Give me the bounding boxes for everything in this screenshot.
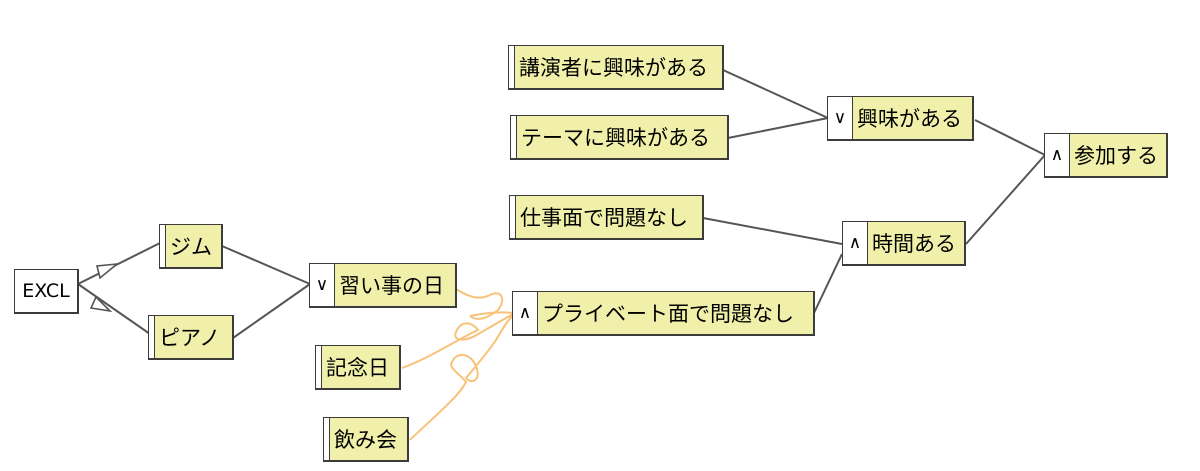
work-ok-node-bar: [510, 196, 516, 238]
or-operator: ∨: [828, 97, 853, 139]
speaker-interest-node[interactable]: 講演者に興味がある: [508, 45, 724, 90]
and-operator: ∧: [1045, 134, 1070, 176]
lesson-to-private-link: [455, 288, 504, 320]
time-to-attend-link: [965, 154, 1046, 245]
piano-to-lesson-link: [232, 283, 311, 339]
gym-node[interactable]: ジム: [159, 224, 223, 269]
attend-label: 参加する: [1074, 144, 1158, 168]
private-ok-node[interactable]: ∧ プライベート面で問題なし: [512, 291, 815, 336]
excl-label: EXCL: [22, 280, 70, 302]
drinking-party-node-bar: [324, 418, 330, 460]
lesson-day-label: 習い事の日: [339, 274, 444, 298]
interested-node[interactable]: ∨ 興味がある: [827, 96, 974, 141]
theme-interest-label: テーマに興味がある: [521, 126, 710, 150]
has-time-node[interactable]: ∧ 時間ある: [842, 221, 966, 266]
speaker-to-interest-link: [722, 69, 829, 119]
drinking-party-label: 飲み会: [334, 428, 397, 452]
anniversary-node[interactable]: 記念日: [315, 345, 401, 390]
interest-to-attend-link: [974, 119, 1046, 156]
and-operator: ∧: [843, 222, 868, 264]
gym-node-bar: [160, 225, 166, 267]
lesson-to-private-link-end: [469, 311, 514, 317]
theme-to-interest-link: [727, 117, 829, 139]
lesson-day-node[interactable]: ∨ 習い事の日: [309, 263, 457, 308]
theme-interest-node[interactable]: テーマに興味がある: [510, 115, 729, 160]
exclusion-arrowheads: [89, 262, 120, 313]
anniversary-node-bar: [316, 346, 322, 388]
interested-label: 興味がある: [857, 107, 962, 131]
anniversary-label: 記念日: [326, 356, 389, 380]
work-to-time-link: [702, 217, 843, 245]
has-time-label: 時間ある: [872, 232, 956, 256]
or-operator: ∨: [310, 264, 335, 306]
excl-to-piano-link: [77, 283, 151, 335]
private-to-time-link: [813, 253, 843, 314]
and-operator: ∧: [513, 292, 538, 334]
piano-node[interactable]: ピアノ: [148, 315, 234, 360]
drinking-to-private-link: [409, 314, 514, 441]
work-ok-node[interactable]: 仕事面で問題なし: [509, 195, 704, 240]
conflict-links: [401, 288, 514, 441]
speaker-interest-node-bar: [509, 46, 515, 88]
attend-node[interactable]: ∧ 参加する: [1044, 133, 1168, 178]
exclusion-links: [77, 242, 161, 335]
excl-gym-arrowhead: [95, 262, 120, 280]
work-ok-label: 仕事面で問題なし: [520, 206, 688, 230]
excl-piano-arrowhead: [89, 295, 113, 313]
logic-links: [221, 69, 1046, 339]
anniversary-to-private-link: [401, 313, 514, 369]
gym-label: ジム: [170, 235, 212, 259]
drinking-party-node[interactable]: 飲み会: [323, 417, 409, 462]
piano-label: ピアノ: [159, 326, 221, 350]
theme-interest-node-bar: [511, 116, 517, 158]
excl-to-gym-link: [77, 242, 161, 285]
gym-to-lesson-link: [221, 245, 311, 285]
speaker-interest-label: 講演者に興味がある: [519, 56, 708, 80]
excl-node[interactable]: EXCL: [14, 269, 79, 314]
private-ok-label: プライベート面で問題なし: [542, 302, 794, 326]
piano-node-bar: [149, 316, 155, 358]
